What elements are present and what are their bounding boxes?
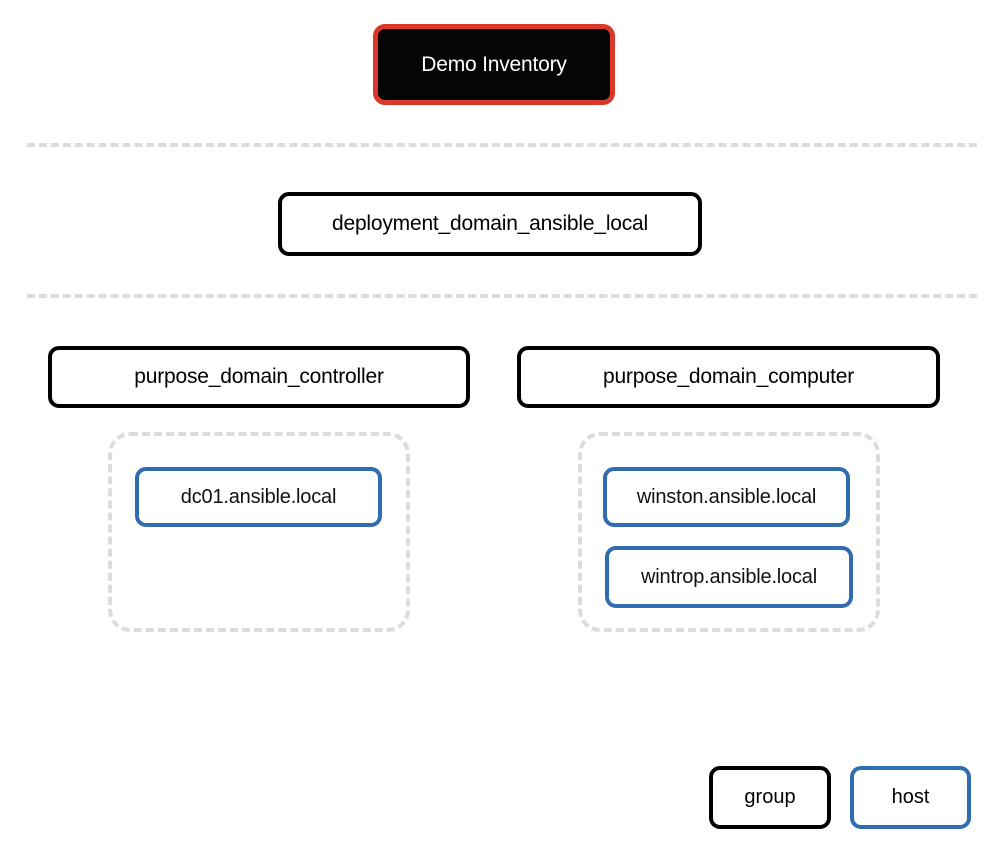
host-node-wintrop[interactable]: wintrop.ansible.local — [605, 546, 853, 608]
host-node-winston[interactable]: winston.ansible.local — [603, 467, 850, 527]
tier-separator-1 — [27, 143, 977, 147]
host-container-purpose-domain-controller — [108, 432, 410, 632]
host-node-dc01[interactable]: dc01.ansible.local — [135, 467, 382, 527]
legend-item-host: host — [850, 766, 971, 829]
tier-separator-2 — [27, 294, 977, 298]
legend-item-group: group — [709, 766, 831, 829]
group-node-deployment-domain-ansible-local[interactable]: deployment_domain_ansible_local — [278, 192, 702, 256]
host-container-purpose-domain-computer — [578, 432, 880, 632]
group-node-purpose-domain-controller[interactable]: purpose_domain_controller — [48, 346, 470, 408]
group-node-purpose-domain-computer[interactable]: purpose_domain_computer — [517, 346, 940, 408]
inventory-root-node[interactable]: Demo Inventory — [373, 24, 615, 105]
legend: group host — [709, 766, 971, 829]
